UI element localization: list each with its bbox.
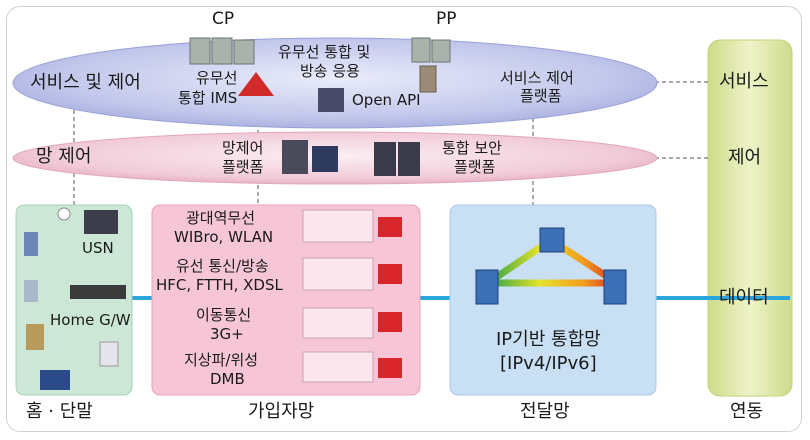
router-left-icon: [475, 269, 499, 305]
broadcast-label-2: 방송 응용: [300, 62, 360, 80]
tv-icon: [40, 370, 70, 390]
network-control-label: 망 제어: [36, 146, 92, 167]
satellite-icon: [302, 351, 374, 383]
appliance-icon: [26, 324, 44, 350]
access-item-1-line2: WIBro, WLAN: [174, 228, 274, 246]
ims-label-1: 유무선: [196, 69, 238, 87]
cable-icon: [302, 257, 374, 291]
linkage-caption: 연동: [730, 401, 764, 422]
access-item-3-line2: 3G+: [210, 325, 244, 343]
access-caption: 가입자망: [248, 401, 315, 422]
diagram-frame: [6, 6, 802, 432]
pda-icon: [24, 280, 38, 302]
cp-server-icon: [189, 37, 211, 65]
wireless-icon: [302, 209, 374, 243]
linkage-data-label: 데이터: [719, 287, 769, 308]
service-platform-label-2: 플랫폼: [520, 87, 562, 105]
transport-label-2: [IPv4/IPv6]: [500, 353, 597, 374]
pp-label: PP: [436, 9, 457, 29]
transport-caption: 전달망: [520, 401, 570, 422]
security-server-icon: [374, 142, 396, 176]
transport-network-triangle: [475, 227, 627, 305]
home-gateway-label: Home G/W: [50, 311, 131, 329]
robot-icon: [99, 341, 119, 367]
cp-label: CP: [212, 9, 235, 29]
security-label-2: 플랫폼: [454, 158, 496, 176]
network-ctrl-label-2: 플랫폼: [222, 158, 264, 176]
transport-box: [449, 204, 657, 396]
linkage-bar: [707, 39, 793, 397]
gateway-icon: [70, 285, 126, 299]
laptop-icon: [84, 210, 118, 234]
access-item-1-line1: 광대역무선: [186, 209, 256, 227]
network-control-server-icon: [282, 140, 308, 174]
sensor-icon: [57, 207, 71, 221]
phone-icon: [24, 232, 38, 256]
service-ellipse: [12, 37, 658, 129]
service-control-label: 서비스 및 제어: [30, 72, 141, 93]
security-label-1: 통합 보안: [442, 139, 502, 157]
access-item-4-line2: DMB: [210, 370, 245, 388]
open-api-server-icon: [318, 88, 344, 112]
ims-icon: [238, 72, 274, 96]
linkage-control-label: 제어: [728, 147, 762, 168]
server-icons: [189, 37, 451, 176]
home-device-icons: [24, 207, 126, 390]
access-item-3-line1: 이동통신: [196, 306, 252, 324]
service-platform-label-1: 서비스 제어: [500, 69, 574, 87]
access-item-4-line1: 지상파/위성: [184, 351, 259, 369]
access-box: [151, 204, 421, 396]
mobile-icon: [302, 307, 374, 339]
linkage-service-label: 서비스: [719, 71, 769, 92]
home-caption: 홈 · 단말: [26, 401, 93, 422]
pp-server-icon: [411, 37, 431, 63]
network-ctrl-label-1: 망제어: [222, 139, 264, 157]
ims-label-2: 통합 IMS: [178, 89, 238, 107]
access-item-icons: [302, 209, 402, 383]
transport-label-1: IP기반 통합망: [496, 329, 601, 350]
broadcast-label-1: 유무선 통합 및: [278, 43, 371, 61]
open-api-label: Open API: [352, 91, 421, 109]
access-item-2-line1: 유선 통신/방송: [176, 257, 269, 275]
access-item-2-line2: HFC, FTTH, XDSL: [156, 276, 283, 294]
usn-label: USN: [82, 239, 114, 257]
router-right-icon: [603, 269, 627, 305]
router-top-icon: [539, 227, 565, 253]
